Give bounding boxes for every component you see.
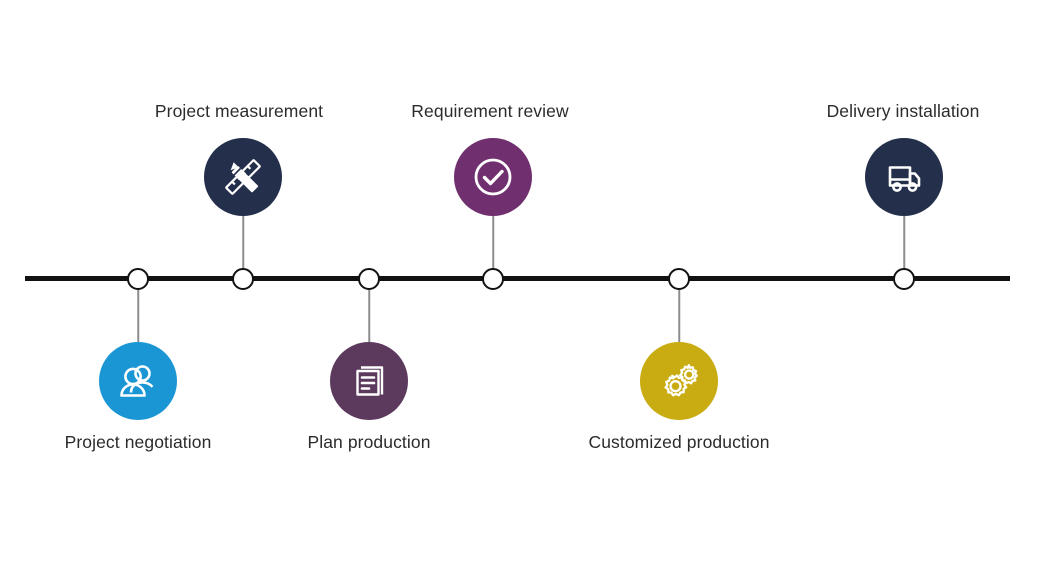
label-project-negotiation: Project negotiation	[64, 432, 212, 452]
icon-bubble-project-negotiation[interactable]	[99, 342, 177, 420]
node-dot-project-negotiation[interactable]	[127, 267, 149, 290]
gears-icon	[656, 358, 702, 404]
truck-icon	[882, 155, 926, 199]
icon-bubble-plan-production[interactable]	[330, 342, 408, 420]
pencil-ruler-icon	[221, 155, 265, 199]
label-customized-production: Customized production	[588, 432, 770, 452]
check-circle-icon	[469, 153, 517, 201]
icon-bubble-customized-production[interactable]	[640, 342, 718, 420]
stem-customized-production	[678, 279, 680, 342]
icon-bubble-requirement-review[interactable]	[454, 138, 532, 216]
icon-bubble-delivery-installation[interactable]	[865, 138, 943, 216]
icon-bubble-project-measurement[interactable]	[204, 138, 282, 216]
node-dot-delivery-installation[interactable]	[893, 267, 915, 290]
node-dot-customized-production[interactable]	[668, 267, 690, 290]
label-plan-production: Plan production	[307, 432, 431, 452]
stem-project-negotiation	[137, 279, 139, 342]
documents-icon	[347, 359, 391, 403]
timeline-axis	[25, 276, 1010, 281]
stem-project-measurement	[242, 216, 244, 279]
stem-plan-production	[368, 279, 370, 342]
label-requirement-review: Requirement review	[411, 101, 569, 121]
people-icon	[115, 358, 161, 404]
stem-requirement-review	[492, 216, 494, 279]
label-delivery-installation: Delivery installation	[826, 101, 980, 121]
label-project-measurement: Project measurement	[154, 101, 324, 121]
node-dot-project-measurement[interactable]	[232, 267, 254, 290]
node-dot-requirement-review[interactable]	[482, 267, 504, 290]
node-dot-plan-production[interactable]	[358, 267, 380, 290]
stem-delivery-installation	[903, 216, 905, 279]
